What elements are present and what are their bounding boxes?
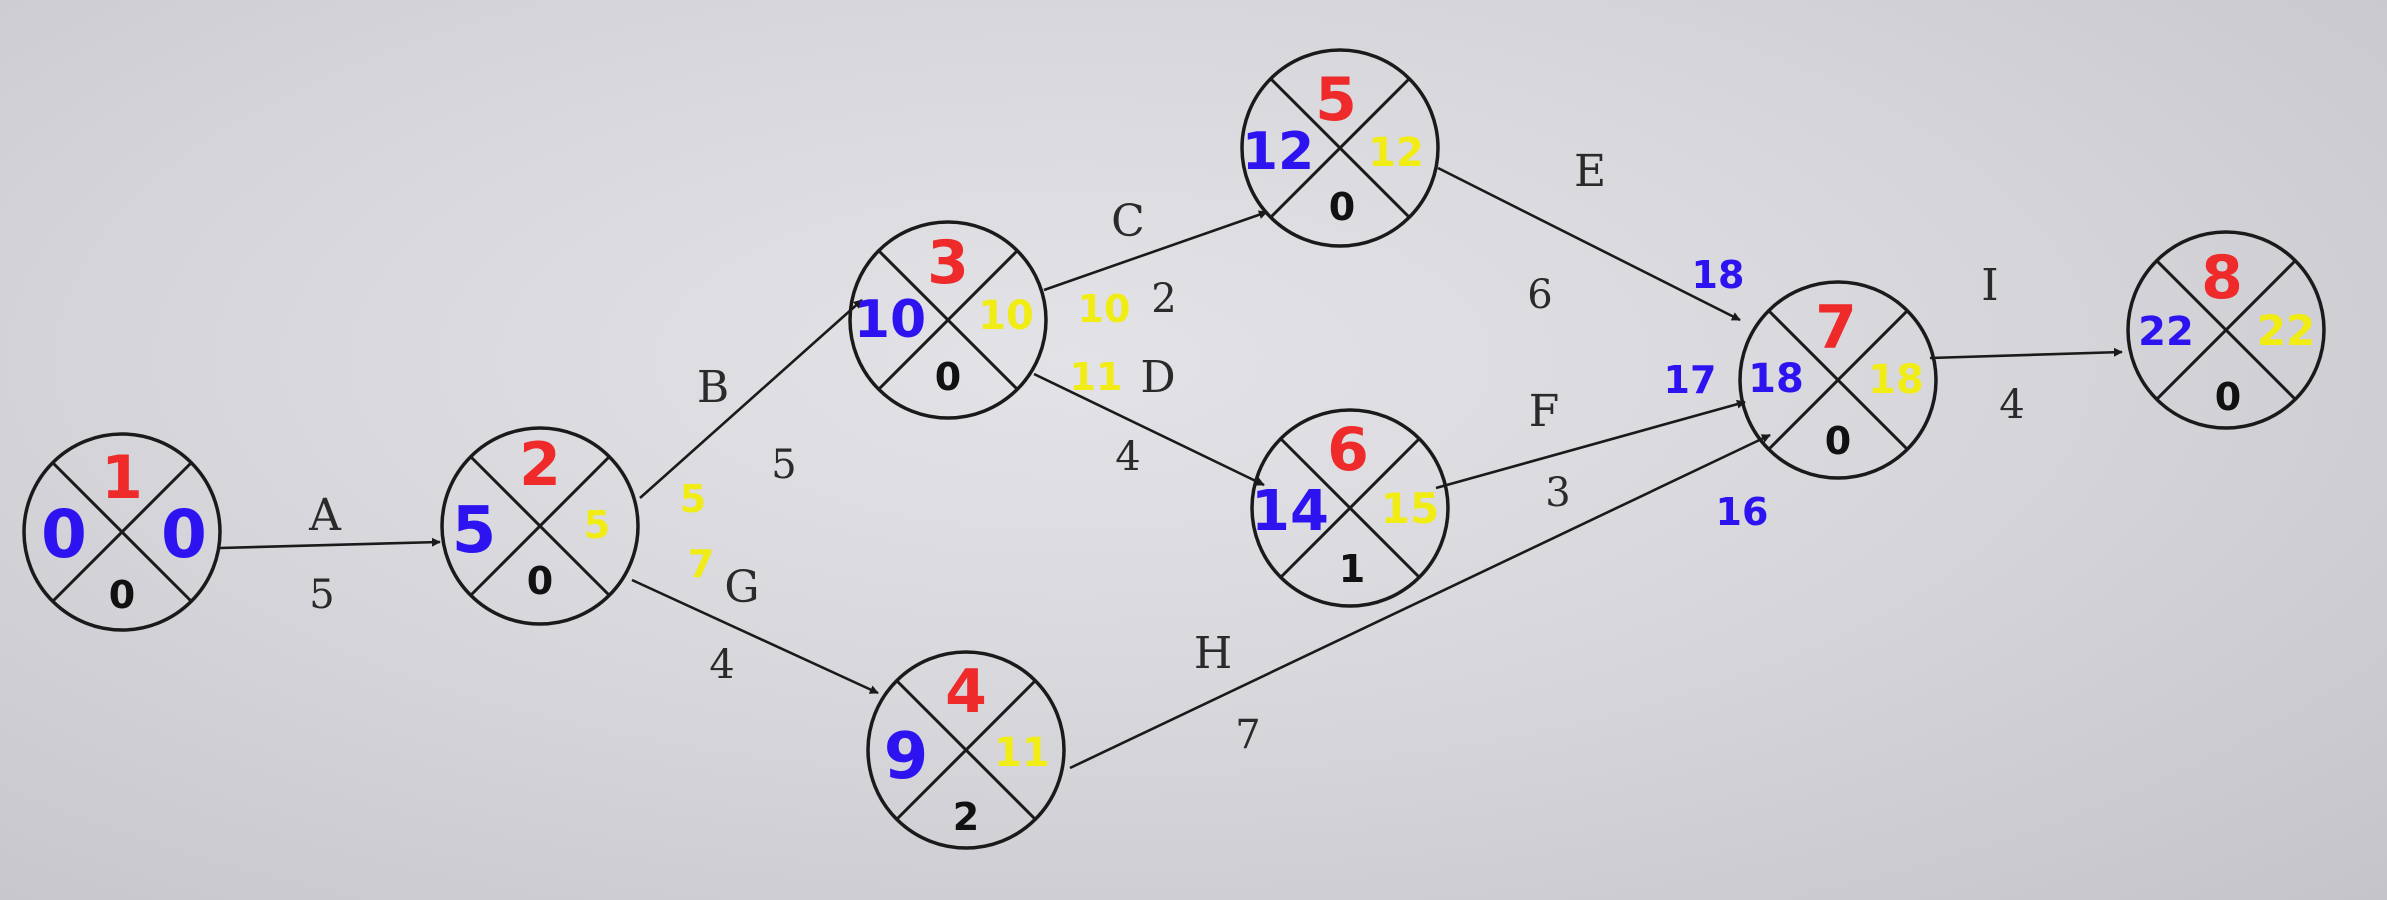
float-value: 0 [935, 355, 961, 399]
event-number: 3 [927, 228, 969, 298]
float-value: 0 [1825, 419, 1851, 463]
edge-b-duration: 5 [771, 442, 796, 488]
earliest-time: 5 [452, 494, 497, 568]
float-value: 0 [2215, 375, 2241, 419]
event-node-1: 1 0 0 0 [22, 432, 222, 632]
edge-i-name: I [1981, 260, 1998, 311]
edge-a [219, 537, 441, 550]
latest-time: 18 [1868, 357, 1924, 403]
edge-b-name: B [697, 362, 729, 413]
event-node-7: 7 18 18 0 [1738, 280, 1938, 480]
annotation-after-2-g: 7 [688, 542, 714, 586]
edge-f [1435, 399, 1746, 490]
earliest-time: 14 [1251, 479, 1329, 544]
latest-time: 5 [584, 503, 610, 547]
event-node-2: 2 5 5 0 [440, 426, 640, 626]
edge-a-duration: 5 [309, 572, 334, 618]
nodes: 1 0 0 0 2 5 5 0 3 10 10 0 [22, 48, 2326, 850]
event-number: 4 [945, 657, 987, 727]
event-node-6: 6 14 15 1 [1250, 408, 1450, 608]
latest-time: 11 [994, 730, 1050, 776]
event-number: 2 [519, 430, 561, 500]
earliest-time: 10 [854, 290, 926, 350]
float-value: 2 [953, 795, 979, 839]
earliest-time: 22 [2138, 309, 2194, 355]
event-node-5: 5 12 12 0 [1240, 48, 1440, 248]
event-number: 8 [2201, 243, 2243, 313]
latest-time: 22 [2257, 306, 2315, 355]
edge-d [1033, 372, 1265, 487]
annotation-after-3-d: 11 [1070, 355, 1123, 399]
float-value: 0 [1329, 185, 1355, 229]
event-number: 1 [101, 443, 143, 513]
earliest-time: 9 [884, 720, 929, 794]
edge-g [631, 578, 879, 695]
event-number: 6 [1327, 415, 1369, 485]
float-value: 1 [1339, 547, 1365, 591]
annotation-before-7-e: 18 [1692, 253, 1745, 297]
edge-h [1069, 433, 1771, 770]
edge-d-name: D [1140, 352, 1175, 403]
earliest-time: 12 [1242, 122, 1314, 182]
latest-time: 15 [1381, 484, 1439, 533]
edge-c-duration: 2 [1151, 276, 1176, 322]
edge-e-name: E [1574, 146, 1606, 197]
edge-i-duration: 4 [1999, 382, 2024, 428]
event-number: 5 [1315, 65, 1357, 135]
float-value: 0 [109, 573, 135, 617]
edge-e [1437, 166, 1741, 322]
edge-c-name: C [1111, 196, 1145, 247]
edge-f-duration: 3 [1545, 470, 1570, 516]
edge-labels: A 5 B 5 G 4 C 2 D 4 H 7 E 6 F 3 I 4 [308, 146, 2025, 758]
edge-d-duration: 4 [1115, 434, 1140, 480]
latest-time: 10 [978, 293, 1034, 339]
edges [219, 166, 2123, 770]
annotation-before-7-f: 17 [1664, 358, 1717, 402]
edge-f-name: F [1529, 386, 1560, 437]
edge-e-duration: 6 [1527, 272, 1552, 318]
edge-b [639, 299, 863, 499]
annotation-after-3-c: 10 [1078, 287, 1131, 331]
edge-i [1929, 347, 2123, 360]
edge-h-duration: 7 [1235, 712, 1260, 758]
event-node-4: 4 9 11 2 [866, 650, 1066, 850]
latest-time: 12 [1368, 130, 1424, 176]
edge-a-name: A [308, 490, 342, 541]
event-node-3: 3 10 10 0 [848, 220, 1048, 420]
edge-g-name: G [724, 562, 759, 613]
edge-h-name: H [1194, 628, 1232, 679]
latest-time: 0 [161, 496, 207, 573]
annotations: 5 7 10 11 18 17 16 [680, 253, 1769, 586]
annotation-after-2-b: 5 [680, 477, 706, 521]
edge-g-duration: 4 [709, 642, 734, 688]
float-value: 0 [527, 559, 553, 603]
annotation-before-7-h: 16 [1716, 490, 1769, 534]
edge-c [1043, 210, 1268, 292]
event-node-8: 8 22 22 0 [2126, 230, 2326, 430]
event-number: 7 [1815, 293, 1857, 363]
earliest-time: 0 [41, 496, 87, 573]
earliest-time: 18 [1748, 356, 1804, 402]
